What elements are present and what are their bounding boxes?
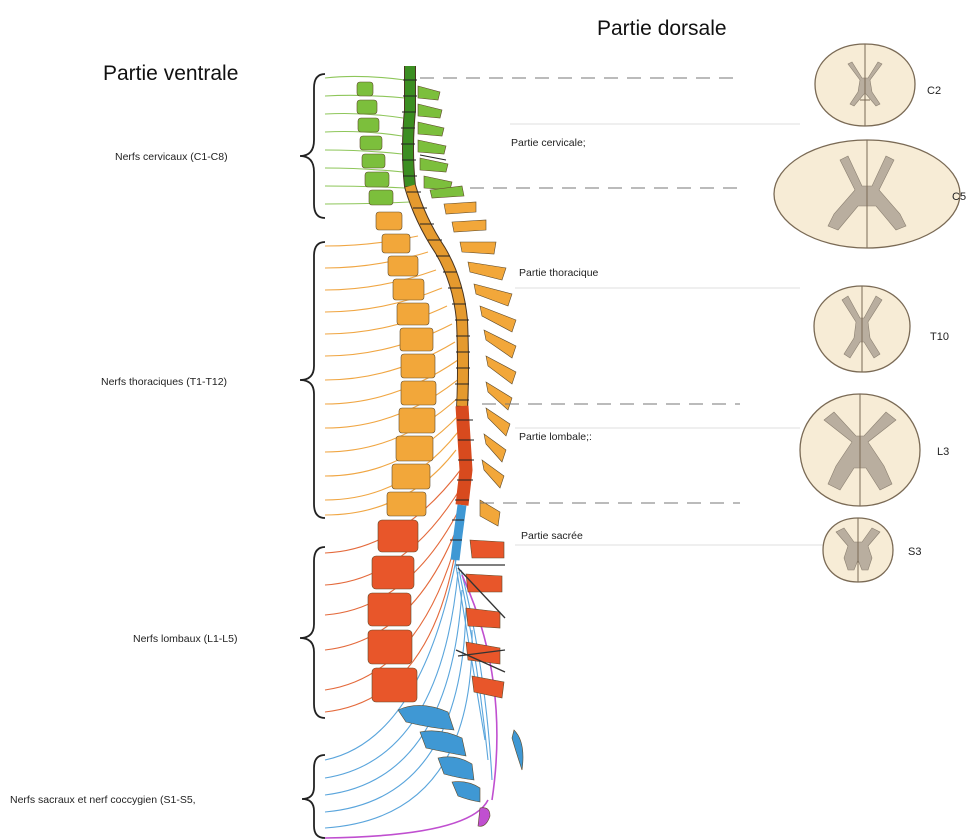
label-part-thoracic: Partie thoracique (519, 267, 599, 279)
label-cervical-nerves: Nerfs cervicaux (C1-C8) (115, 151, 228, 163)
brace-group (300, 74, 325, 838)
section-label-c5: C5 (952, 191, 966, 203)
label-part-cervical: Partie cervicale; (511, 137, 586, 149)
brace-thoracic (300, 242, 325, 518)
brace-cervical (300, 74, 325, 218)
label-lumbar-nerves: Nerfs lombaux (L1-L5) (133, 633, 237, 645)
section-t10: T10 (814, 286, 949, 372)
section-label-c2: C2 (927, 85, 941, 97)
label-sacral-nerves: Nerfs sacraux et nerf coccygien (S1-S5, (10, 794, 196, 806)
label-part-lumbar: Partie lombale;: (519, 431, 592, 443)
section-c2: C2 (815, 44, 941, 126)
title-dorsal: Partie dorsale (597, 17, 727, 40)
label-part-sacral: Partie sacrée (521, 530, 583, 542)
section-c5: C5 (774, 140, 966, 248)
section-label-t10: T10 (930, 331, 949, 343)
brace-lumbar (300, 547, 325, 718)
section-l3: L3 (800, 394, 949, 506)
brace-sacral (302, 755, 325, 838)
section-label-l3: L3 (937, 446, 949, 458)
section-label-s3: S3 (908, 546, 921, 558)
vertebral-bodies (357, 82, 523, 826)
title-ventral: Partie ventrale (103, 62, 238, 85)
label-thoracic-nerves: Nerfs thoraciques (T1-T12) (101, 376, 227, 388)
section-s3: S3 (823, 518, 921, 582)
